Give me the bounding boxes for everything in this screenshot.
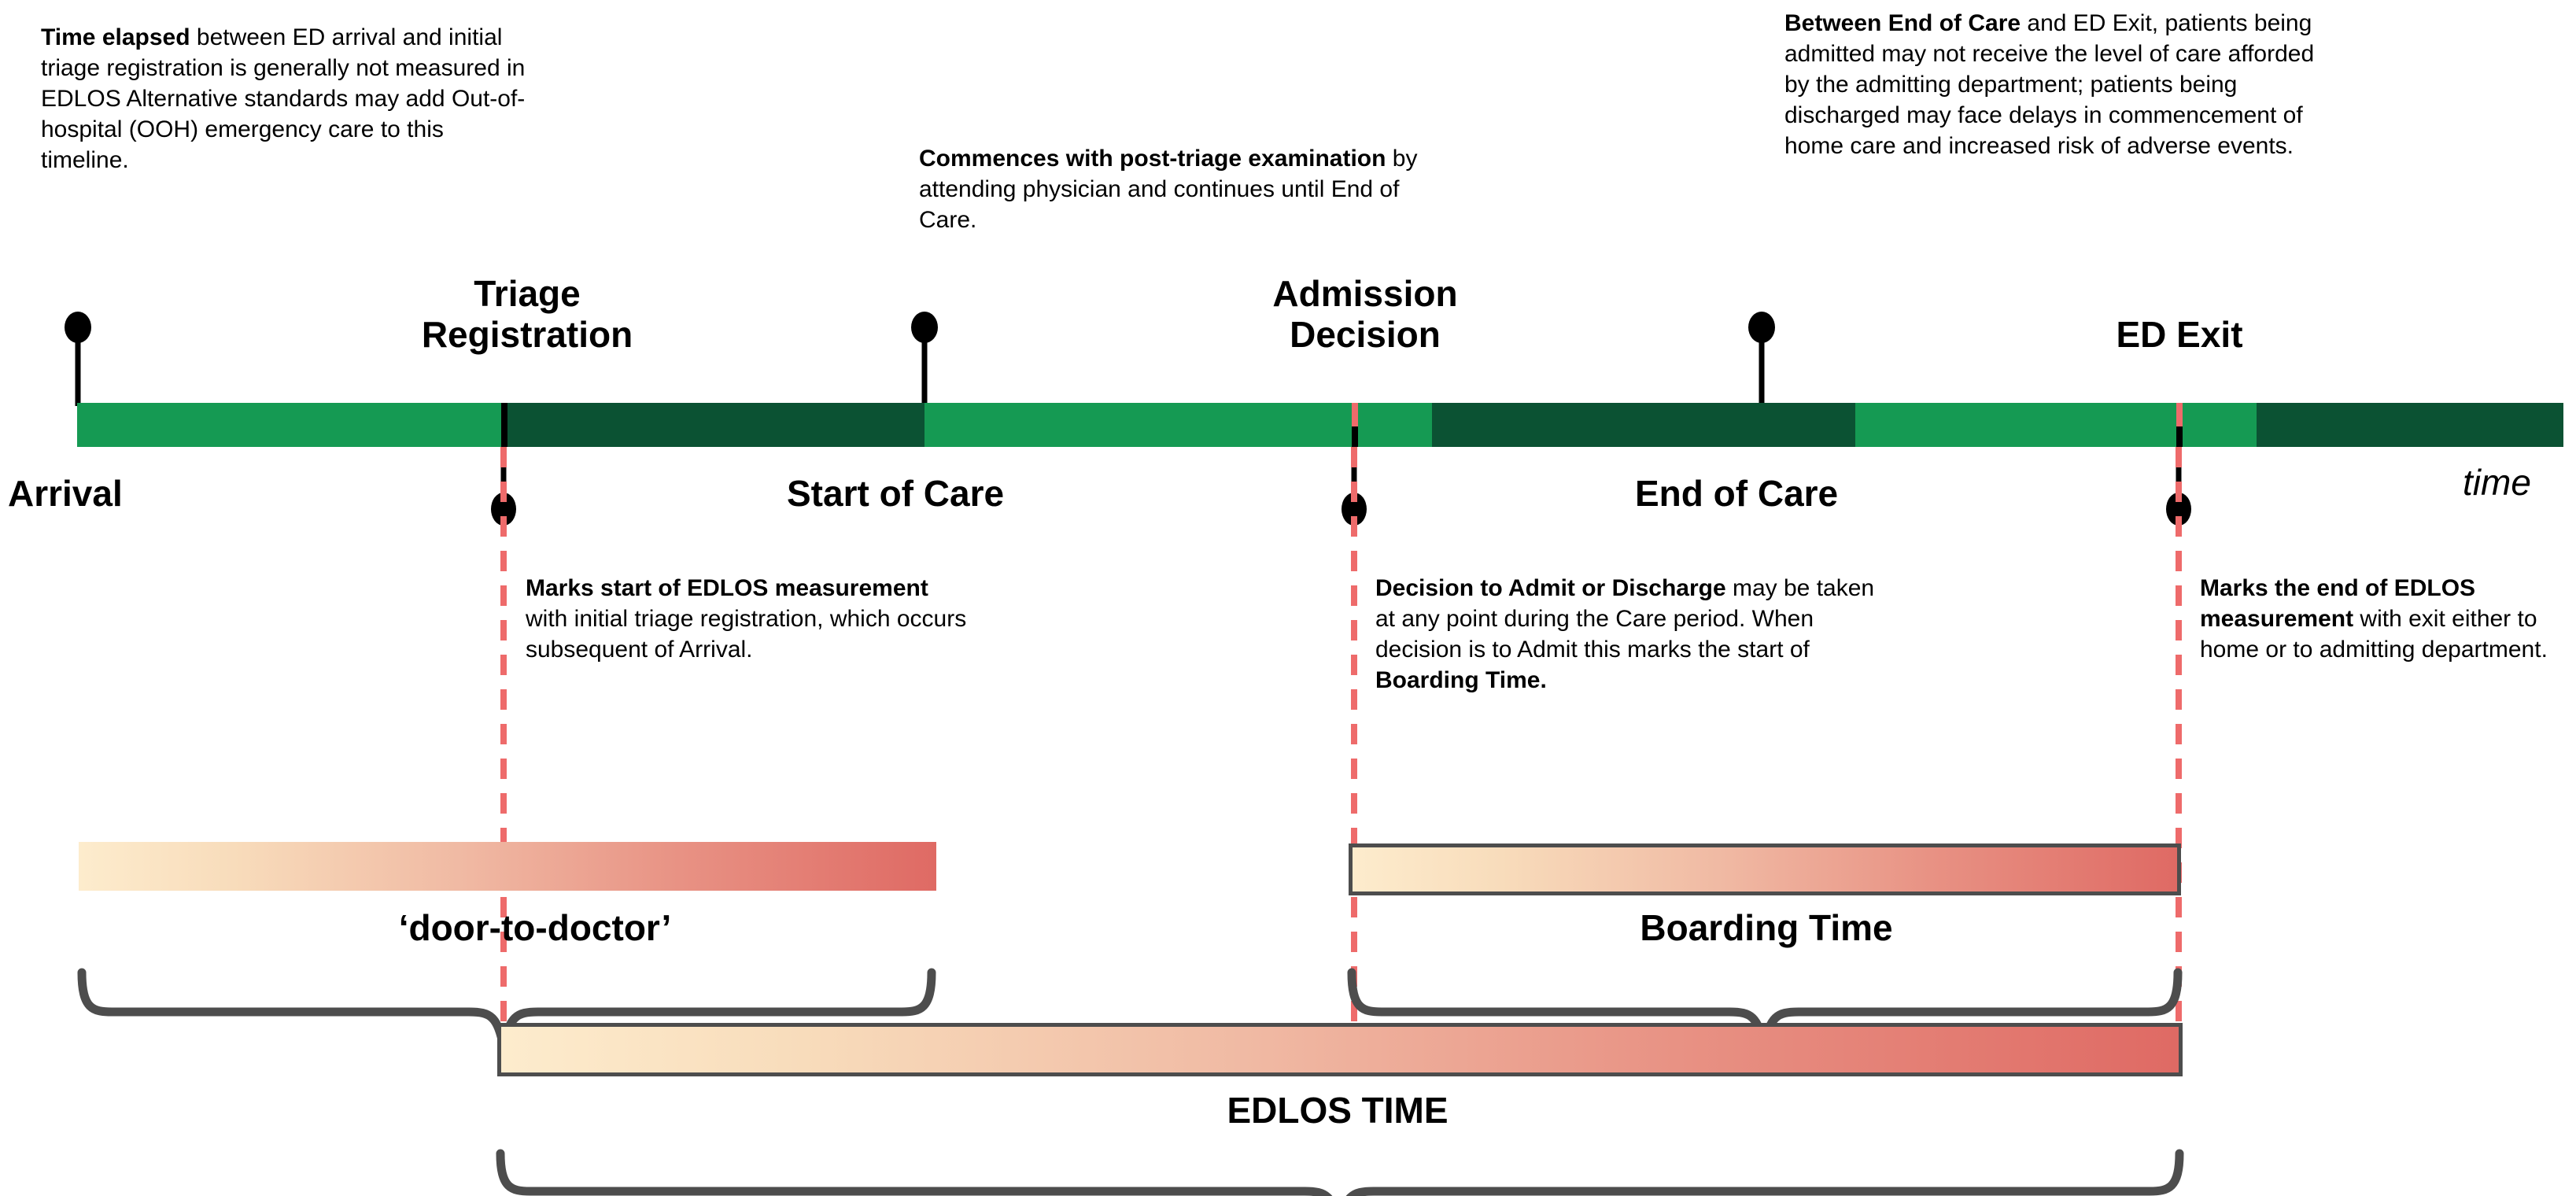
note-triage-registration-bold: Marks start of EDLOS measurement bbox=[526, 575, 928, 601]
note-end-of-care: Between End of Care and ED Exit, patient… bbox=[1784, 8, 2327, 161]
note-admission-decision: Decision to Admit or Discharge may be ta… bbox=[1375, 573, 1879, 696]
milestone-label-admission-decision: Admission Decision bbox=[1272, 273, 1458, 355]
note-triage-registration: Marks start of EDLOS measurement with in… bbox=[526, 573, 974, 665]
note-start-of-care: Commences with post-triage examination b… bbox=[919, 143, 1423, 235]
note-arrival-rest: between ED arrival and initial triage re… bbox=[41, 24, 526, 173]
note-ed-exit-rest: with exit either to home or to admitting… bbox=[2200, 606, 2548, 663]
pin-stem-arrival bbox=[75, 335, 81, 406]
timeline-segment-5 bbox=[1855, 403, 2257, 447]
milestone-label-arrival: Arrival bbox=[8, 473, 123, 514]
milestone-label-start-of-care: Start of Care bbox=[787, 473, 1005, 514]
note-admission-decision-rest: may be taken at any point during the Car… bbox=[1375, 575, 1875, 663]
tick-triage-registration bbox=[501, 403, 507, 447]
pin-stem-start-of-care bbox=[921, 335, 928, 406]
note-arrival: Time elapsed between ED arrival and init… bbox=[41, 22, 537, 175]
note-triage-registration-rest: with initial triage registration, which … bbox=[526, 606, 967, 663]
dash-overlay-admission-decision bbox=[1352, 403, 1358, 426]
timeline-segment-2 bbox=[504, 403, 924, 447]
timeline-segment-6 bbox=[2257, 403, 2563, 447]
note-end-of-care-bold: Between End of Care bbox=[1784, 10, 2021, 36]
duration-bar-door-to-doctor bbox=[79, 842, 936, 891]
time-axis-label: time bbox=[2463, 462, 2531, 503]
note-end-of-care-rest: and ED Exit, patients being admitted may… bbox=[1784, 10, 2315, 159]
note-arrival-bold: Time elapsed bbox=[41, 24, 190, 50]
brace-edlos-time bbox=[496, 1149, 2184, 1196]
note-start-of-care-bold: Commences with post-triage examination bbox=[919, 146, 1386, 172]
note-start-of-care-rest: by attending physician and continues unt… bbox=[919, 146, 1418, 233]
note-admission-decision-bold2: Boarding Time. bbox=[1375, 667, 1547, 693]
pin-end-of-care bbox=[1748, 312, 1775, 406]
note-ed-exit: Marks the end of EDLOS measurement with … bbox=[2200, 573, 2570, 665]
timeline-segment-4 bbox=[1432, 403, 1855, 447]
note-admission-decision-bold: Decision to Admit or Discharge bbox=[1375, 575, 1726, 601]
pin-stem-end-of-care bbox=[1759, 335, 1765, 406]
dash-overlay-ed-exit bbox=[2176, 403, 2183, 426]
timeline-bar bbox=[77, 403, 2563, 447]
timeline-segment-1 bbox=[77, 403, 504, 447]
milestone-label-end-of-care: End of Care bbox=[1635, 473, 1839, 514]
duration-bar-label-edlos-time: EDLOS TIME bbox=[1227, 1090, 1449, 1131]
duration-bar-label-door-to-doctor: ‘door-to-doctor’ bbox=[398, 907, 672, 948]
dashed-line-ed-exit bbox=[2176, 447, 2182, 1029]
pin-arrival bbox=[65, 312, 91, 406]
pin-start-of-care bbox=[911, 312, 938, 406]
dashed-line-triage-registration bbox=[500, 447, 507, 1029]
duration-bar-edlos-time bbox=[497, 1023, 2183, 1076]
duration-bar-label-boarding-time: Boarding Time bbox=[1640, 907, 1893, 948]
tick-ed-exit bbox=[2176, 425, 2183, 447]
milestone-label-ed-exit: ED Exit bbox=[2116, 314, 2243, 355]
note-ed-exit-bold: Marks the end of EDLOS measurement bbox=[2200, 575, 2476, 632]
tick-admission-decision bbox=[1352, 425, 1358, 447]
dashed-line-admission-decision bbox=[1351, 447, 1357, 1029]
milestone-label-triage-registration: Triage Registration bbox=[421, 273, 633, 355]
timeline-segment-3 bbox=[924, 403, 1432, 447]
duration-bar-boarding-time bbox=[1349, 843, 2181, 895]
